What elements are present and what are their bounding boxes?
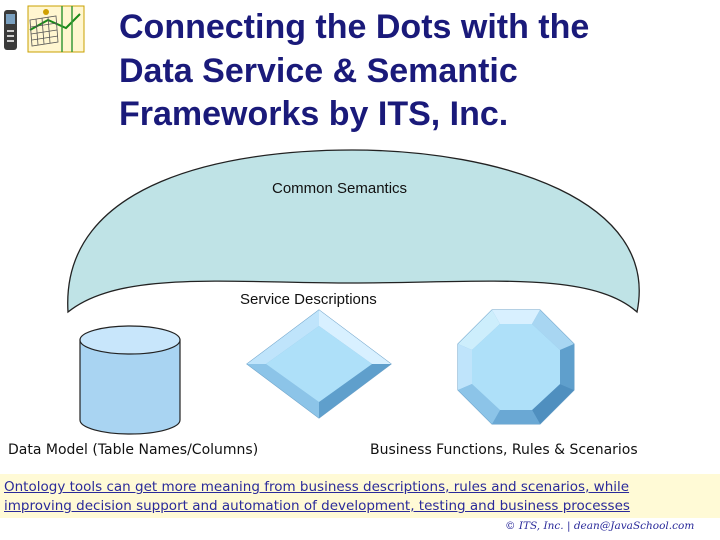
grid-chart-icon (27, 5, 85, 53)
note-line-2: improving decision support and automatio… (4, 498, 630, 514)
page-title: Connecting the Dots with the Data Servic… (119, 6, 699, 137)
data-model-cylinder (79, 325, 181, 435)
title-line-2: Data Service & Semantic (119, 51, 518, 90)
logo-clipart-icon (4, 5, 85, 53)
common-semantics-arc (67, 149, 640, 314)
title-line-3: Frameworks by ITS, Inc. (119, 95, 509, 133)
title-line-1: Connecting the Dots with the (119, 8, 590, 46)
phone-icon (4, 10, 17, 50)
service-descriptions-label: Service Descriptions (240, 291, 377, 308)
business-octagon-shape (457, 309, 575, 425)
service-diamond-shape (246, 309, 392, 419)
data-model-label: Data Model (Table Names/Columns) (8, 442, 259, 458)
note-text: Ontology tools can get more meaning from… (4, 478, 716, 516)
common-semantics-label: Common Semantics (272, 180, 408, 197)
business-functions-label: Business Functions, Rules & Scenarios (370, 442, 638, 458)
note-line-1: Ontology tools can get more meaning from… (4, 479, 630, 495)
copyright-text: © ITS, Inc. | dean@JavaSchool.com (505, 520, 695, 532)
note-banner (0, 474, 720, 518)
